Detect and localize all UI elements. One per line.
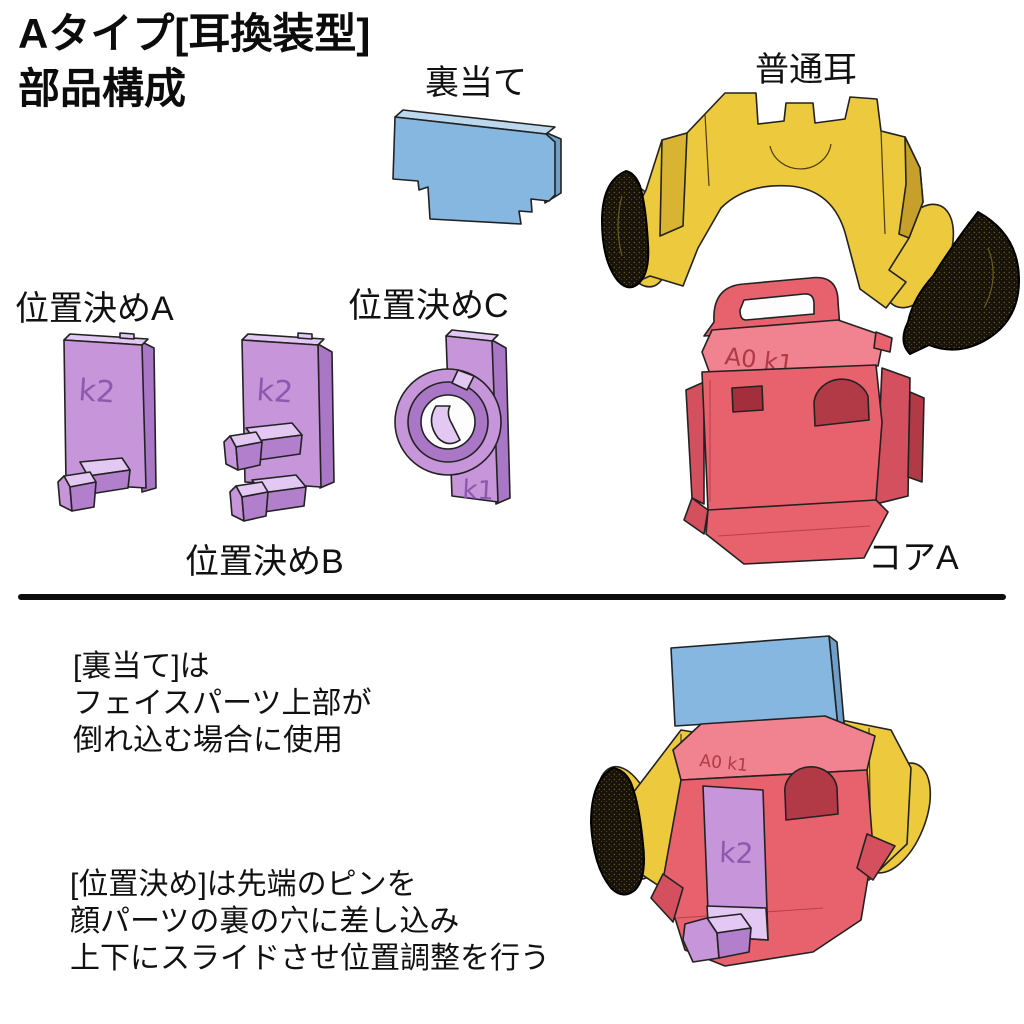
assembled-core-arch xyxy=(784,766,839,821)
core-arch-cutout xyxy=(813,378,870,427)
headband-frame xyxy=(613,92,924,309)
positioning-a-part-illustration: k2 xyxy=(57,332,157,512)
core-square-hole xyxy=(731,385,764,413)
backing-front-face xyxy=(392,116,556,225)
note-backing-line1: [裏当て]は xyxy=(73,650,210,683)
normal-ear-part-illustration xyxy=(601,92,1021,355)
positioning-b-part-illustration: k2 xyxy=(223,332,335,522)
positioning-c-engraving: k1 xyxy=(462,475,495,507)
left-ear-shape xyxy=(601,170,650,289)
positioning-a-engraving: k2 xyxy=(77,373,116,410)
right-ear-shape xyxy=(902,211,1021,355)
page-title-line2: 部品構成 xyxy=(18,65,187,112)
page-title: Aタイプ[耳換装型] 部品構成 xyxy=(18,6,370,116)
section-divider xyxy=(18,594,1006,600)
assembled-left-ear xyxy=(590,767,645,896)
note-positioning-line1: [位置決め]は先端のピンを xyxy=(70,868,417,901)
note-backing-line2: フェイスパーツ上部が xyxy=(73,687,372,720)
note-positioning-line2: 顔パーツの裏の穴に差し込み xyxy=(70,905,460,938)
note-backing-line3: 倒れ込む場合に使用 xyxy=(73,724,343,757)
assembled-illustration: A0 k1 k2 xyxy=(590,635,932,967)
backing-part-illustration xyxy=(392,109,562,225)
label-normal-ear: 普通耳 xyxy=(755,51,857,89)
positioning-c-part-illustration: k1 xyxy=(394,329,511,507)
core-a-part-illustration: A0 k1 xyxy=(683,276,925,565)
positioning-b-engraving: k2 xyxy=(255,373,294,410)
note-backing: [裏当て]は フェイスパーツ上部が 倒れ込む場合に使用 xyxy=(73,648,372,759)
ring-hole-detail xyxy=(430,405,461,445)
assembled-positioning-engraving: k2 xyxy=(719,836,754,870)
note-positioning-line3: 上下にスライドさせ位置調整を行う xyxy=(70,942,550,975)
label-backing: 裏当て xyxy=(425,64,527,102)
core-skid xyxy=(705,499,889,565)
label-positioning-c: 位置決めC xyxy=(348,287,509,325)
note-positioning: [位置決め]は先端のピンを 顔パーツの裏の穴に差し込み 上下にスライドさせ位置調… xyxy=(70,866,550,977)
core-handle-hole xyxy=(739,293,815,321)
label-positioning-b: 位置決めB xyxy=(185,543,344,581)
page-title-line1: Aタイプ[耳換装型] xyxy=(18,10,371,57)
label-positioning-a: 位置決めA xyxy=(15,290,174,328)
label-core-a: コアA xyxy=(868,539,959,577)
